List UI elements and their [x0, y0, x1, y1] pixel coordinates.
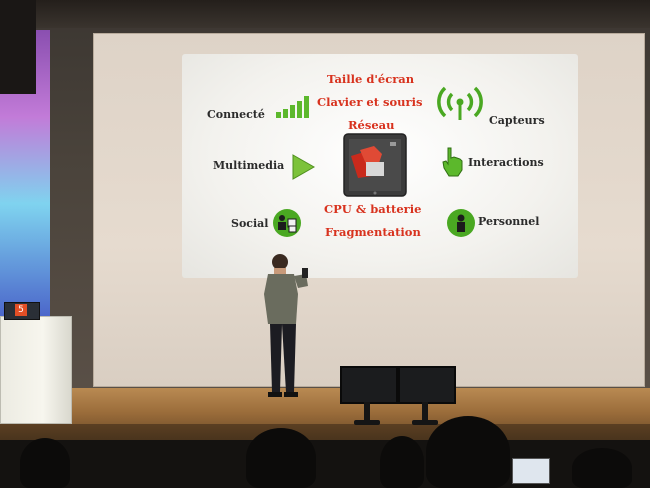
person-icon	[447, 209, 475, 237]
slide-label-interactions: Interactions	[468, 156, 544, 169]
slide-label-fragmentation: Fragmentation	[325, 225, 421, 239]
slide-label-taille-ecran: Taille d'écran	[327, 72, 415, 86]
play-icon	[292, 154, 316, 180]
audience-head	[426, 416, 510, 488]
audience-head	[380, 436, 424, 488]
hand-pointer-icon	[442, 147, 463, 177]
slide-label-social: Social	[231, 217, 269, 230]
slide-label-connecte: Connecté	[207, 108, 265, 121]
audience-head	[246, 428, 316, 488]
stage-monitor-right	[398, 366, 456, 404]
slide-label-multimedia: Multimedia	[213, 159, 285, 172]
audience-head	[20, 438, 70, 488]
tablet-device-image	[343, 133, 407, 197]
loudspeaker	[0, 0, 36, 94]
slide-label-cpu-batterie: CPU & batterie	[324, 202, 422, 216]
monitor-stand-right	[422, 402, 428, 424]
stage-monitor-left	[340, 366, 398, 404]
monitor-base-left	[354, 420, 380, 425]
audience	[0, 440, 650, 488]
podium	[0, 316, 72, 424]
wireless-sensor-icon	[437, 86, 483, 120]
audience-laptop-screen	[512, 458, 550, 484]
monitor-stand-left	[364, 402, 370, 424]
laptop: 5	[4, 302, 40, 320]
slide-label-personnel: Personnel	[478, 215, 540, 228]
presenter	[264, 254, 308, 397]
slide-label-clavier-souris: Clavier et souris	[317, 95, 423, 109]
slide-label-capteurs: Capteurs	[489, 114, 545, 127]
social-icon	[273, 209, 301, 237]
signal-bars-icon	[276, 96, 309, 118]
html5-logo: 5	[15, 304, 27, 316]
audience-head	[572, 448, 632, 488]
monitor-base-right	[412, 420, 438, 425]
slide-label-reseau: Réseau	[348, 118, 395, 132]
presentation-slide: Taille d'écran Clavier et souris Réseau …	[182, 54, 578, 278]
ceiling	[0, 0, 650, 28]
